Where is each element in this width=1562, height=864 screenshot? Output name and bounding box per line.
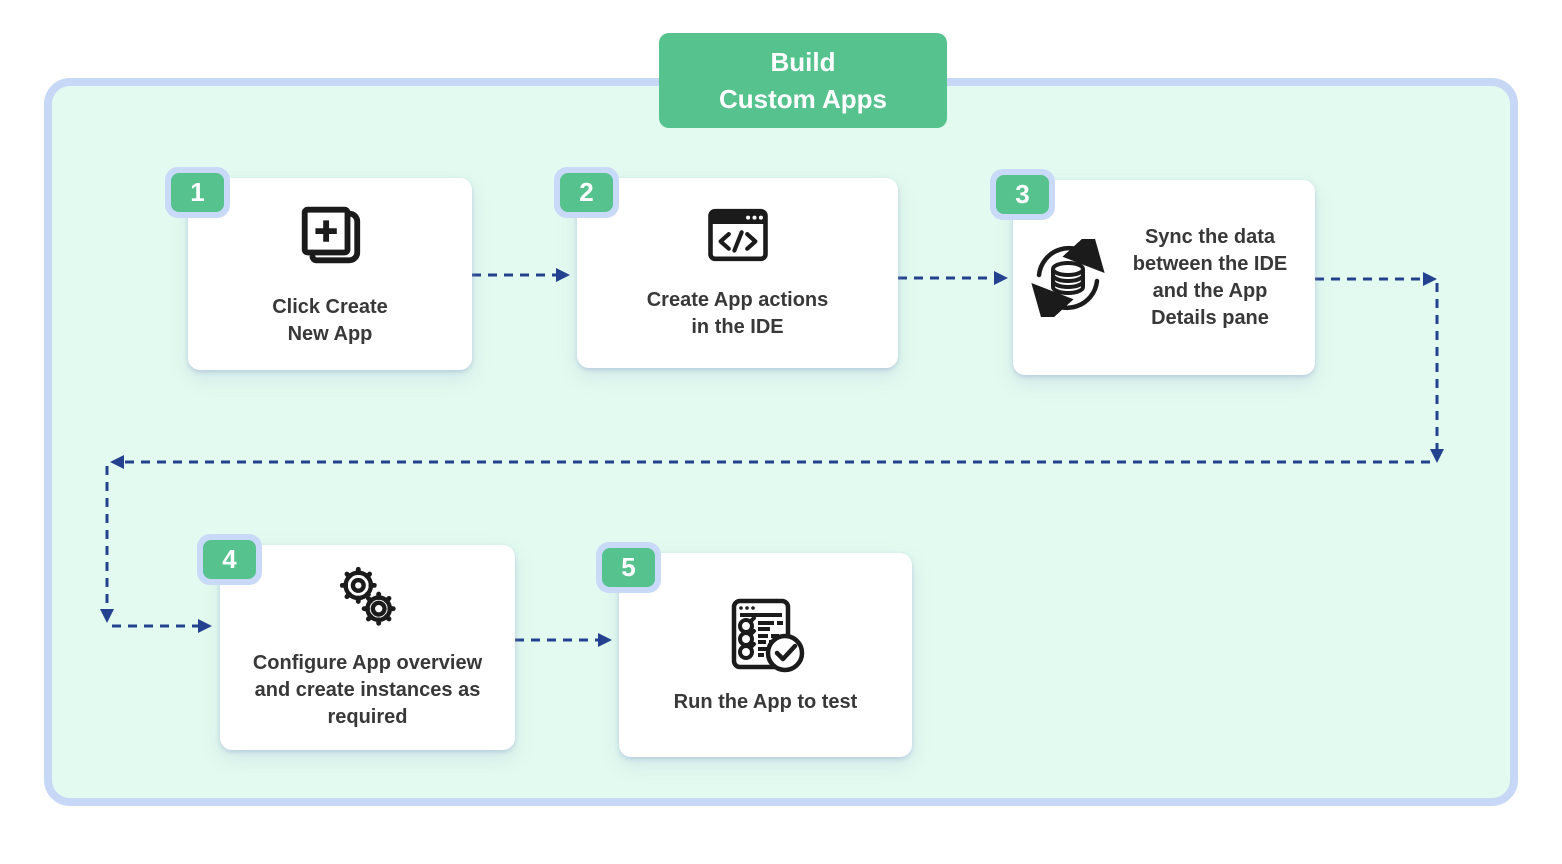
diagram-title-badge: Build Custom Apps [659, 33, 947, 128]
step-label: Sync the data between the IDE and the Ap… [1132, 225, 1288, 329]
step-4-badge: 4 [197, 534, 262, 585]
step-card-5: 5 [596, 542, 912, 757]
step-3-badge: 3 [990, 169, 1055, 220]
step-5-badge: 5 [596, 542, 661, 593]
step-card-2: 2 Create App actions in the IDE [554, 167, 898, 368]
checklist-check-icon [726, 595, 806, 675]
step-card-3: 3 Sync the data between the IDE and the … [990, 169, 1315, 375]
sync-database-icon [1029, 238, 1107, 317]
diagram-title: Build Custom Apps [718, 46, 888, 114]
code-window-icon [705, 205, 771, 265]
arrow-heads [100, 268, 1444, 647]
step-card-1: 1 Click Create New App [165, 167, 472, 370]
step-number: 4 [203, 540, 256, 579]
step-2-badge: 2 [554, 167, 619, 218]
gears-icon [334, 564, 402, 632]
step-number: 3 [996, 175, 1049, 214]
step-number: 1 [171, 173, 224, 212]
step-card-4: 4 [197, 534, 515, 750]
step-label: Click Create New App [272, 296, 388, 345]
step-1-badge: 1 [165, 167, 230, 218]
step-label: Configure App overview and create instan… [252, 652, 483, 728]
step-number: 5 [602, 548, 655, 587]
new-app-icon [293, 200, 367, 270]
step-label: Run the App to test [673, 690, 858, 713]
step-label: Create App actions in the IDE [646, 289, 829, 338]
step-number: 2 [560, 173, 613, 212]
arrow-dashed-lines [105, 273, 1439, 642]
